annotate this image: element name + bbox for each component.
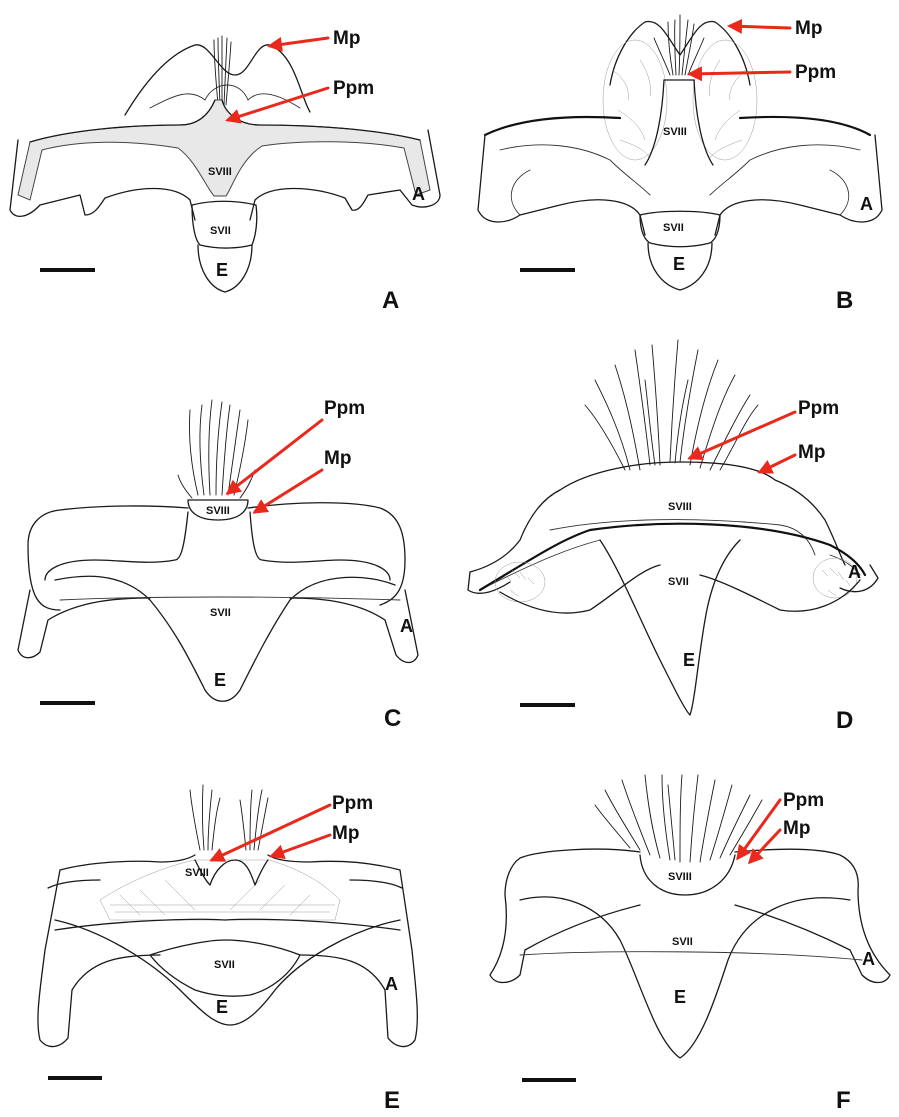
panel-f: Ppm Mp SVIII SVII E A F bbox=[490, 775, 890, 1114]
panel-f-ppm-label: Ppm bbox=[783, 790, 824, 811]
panel-f-mp-label: Mp bbox=[783, 818, 810, 839]
panel-a-letter: A bbox=[382, 287, 399, 314]
panel-f-letter: F bbox=[836, 1087, 851, 1114]
panel-f-bristles bbox=[595, 775, 762, 862]
panel-a-sviii-band bbox=[18, 100, 430, 200]
panel-b: Mp Ppm SVIII SVII E A B bbox=[478, 15, 882, 314]
panel-d: Ppm Mp SVIII SVII E A D bbox=[468, 340, 878, 734]
panel-a-e-label: E bbox=[216, 260, 228, 280]
panel-d-e-label: E bbox=[683, 650, 695, 670]
panel-e: Ppm Mp SVIII SVII E A E bbox=[38, 785, 417, 1114]
panel-e-e-label: E bbox=[216, 997, 228, 1017]
panel-a-a-label: A bbox=[412, 184, 425, 204]
panel-c-a-label: A bbox=[400, 616, 413, 636]
panel-e-ppm-label: Ppm bbox=[332, 793, 373, 814]
panel-f-e-label: E bbox=[674, 987, 686, 1007]
panel-f-svii bbox=[520, 952, 862, 960]
panel-f-outer-frame bbox=[490, 849, 890, 982]
panel-e-a-label: A bbox=[385, 974, 398, 994]
panel-c-outer-frame bbox=[28, 503, 405, 610]
panel-d-bristles bbox=[585, 340, 758, 470]
panel-d-a-label: A bbox=[848, 562, 861, 582]
panel-a-svii-label: SVII bbox=[210, 225, 231, 237]
panel-b-mp-label: Mp bbox=[795, 18, 822, 39]
panel-d-ppm-label: Ppm bbox=[798, 398, 839, 419]
panel-c-sviii-label: SVIII bbox=[206, 505, 230, 517]
panel-b-sviii bbox=[645, 80, 713, 165]
panel-c-bristles bbox=[178, 400, 255, 498]
panel-d-sviii-label: SVIII bbox=[668, 501, 692, 513]
panel-b-sviii-label: SVIII bbox=[663, 126, 687, 138]
panel-b-ppm-label: Ppm bbox=[795, 62, 836, 83]
panel-b-e-label: E bbox=[673, 254, 685, 274]
panel-c: Ppm Mp SVIII SVII E A C bbox=[18, 398, 418, 732]
panel-c-ppm-label: Ppm bbox=[324, 398, 365, 419]
panel-d-mp-label: Mp bbox=[798, 442, 825, 463]
panel-f-sviii-label: SVIII bbox=[668, 871, 692, 883]
panel-d-left-pad bbox=[495, 562, 545, 602]
panel-f-svii-label: SVII bbox=[672, 936, 693, 948]
panel-a-mp-label: Mp bbox=[333, 28, 360, 49]
panel-c-mp-label: Mp bbox=[324, 448, 351, 469]
panel-b-a-label: A bbox=[860, 194, 873, 214]
panel-d-sviii bbox=[560, 462, 845, 565]
panel-e-mp-label: Mp bbox=[332, 823, 359, 844]
panel-e-letter: E bbox=[384, 1087, 400, 1114]
panel-e-sviii-label: SVIII bbox=[185, 867, 209, 879]
panel-d-svii-label: SVII bbox=[668, 576, 689, 588]
panel-d-letter: D bbox=[836, 707, 853, 734]
panel-e-svii-label: SVII bbox=[214, 959, 235, 971]
panel-f-a-label: A bbox=[862, 949, 875, 969]
panel-d-svii-e bbox=[600, 540, 740, 715]
panel-a-bristles bbox=[214, 36, 231, 105]
panel-a: Mp Ppm SVIII SVII E A A bbox=[10, 28, 440, 314]
panel-b-letter: B bbox=[836, 287, 853, 314]
panel-b-svii-label: SVII bbox=[663, 222, 684, 234]
panel-c-letter: C bbox=[384, 705, 401, 732]
panel-a-ppm-label: Ppm bbox=[333, 78, 374, 99]
panel-a-sviii-label: SVIII bbox=[208, 166, 232, 178]
panel-c-e-label: E bbox=[214, 670, 226, 690]
panel-c-svii-label: SVII bbox=[210, 607, 231, 619]
